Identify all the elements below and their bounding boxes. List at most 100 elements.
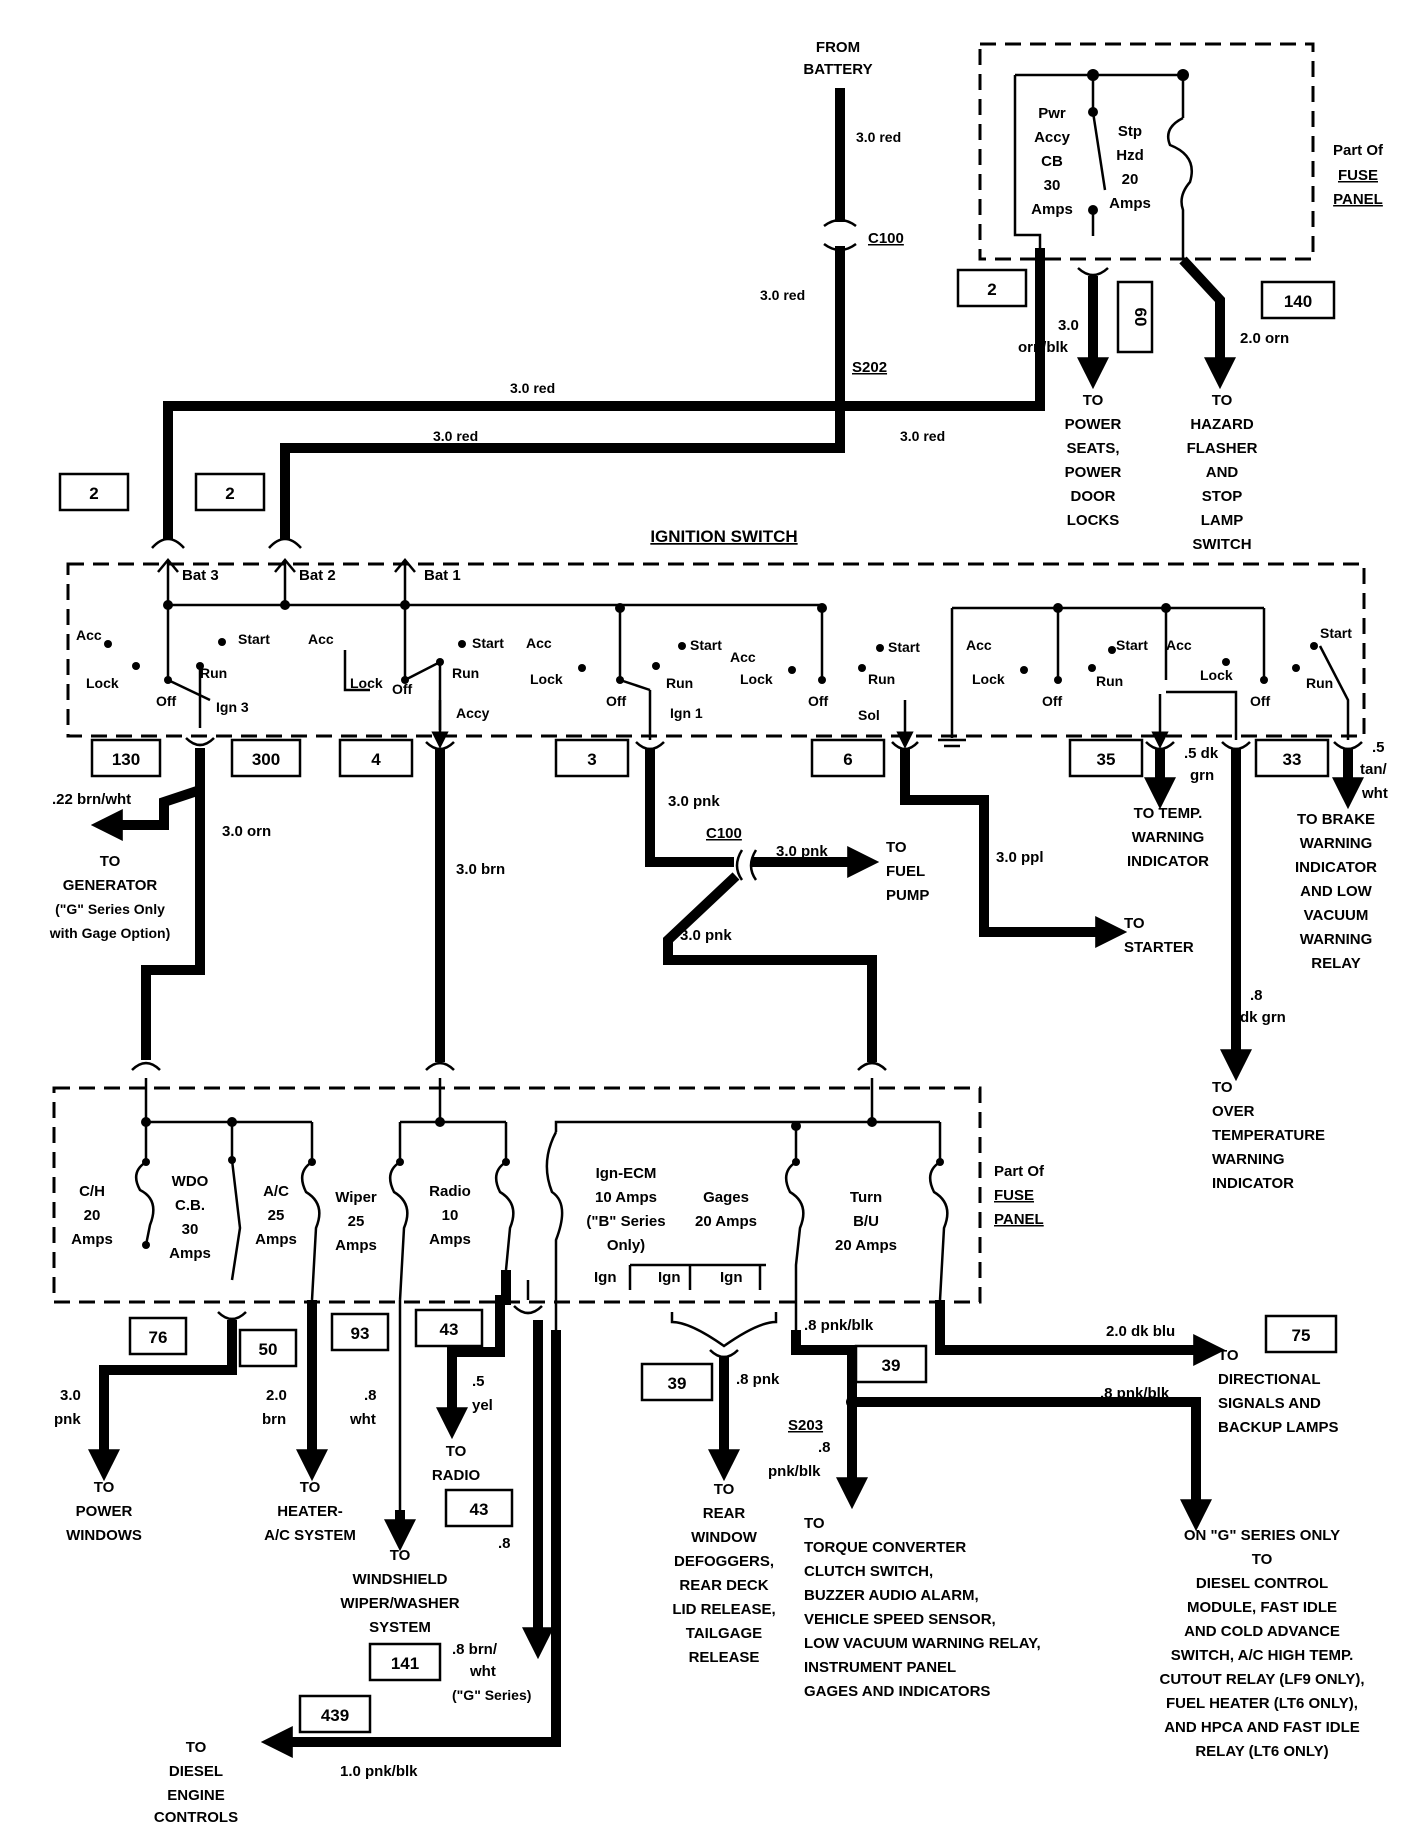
svg-text:AND COLD ADVANCE: AND COLD ADVANCE xyxy=(1184,1623,1340,1640)
part-of-fuse-panel-lower: Part Of FUSE PANEL xyxy=(994,1163,1045,1228)
svg-text:TO BRAKE: TO BRAKE xyxy=(1297,811,1375,828)
circuit-2-left-a: 2 xyxy=(58,472,130,512)
svg-text:Off: Off xyxy=(156,693,177,709)
dest-hazard-flasher: TO HAZARD FLASHER AND STOP LAMP SWITCH xyxy=(1187,392,1258,553)
svg-text:TO: TO xyxy=(390,1547,411,1564)
svg-text:Lock: Lock xyxy=(530,671,563,687)
svg-text:AND HPCA AND FAST IDLE: AND HPCA AND FAST IDLE xyxy=(1164,1719,1360,1736)
svg-text:Acc: Acc xyxy=(526,635,552,651)
svg-text:WDO: WDO xyxy=(172,1173,209,1190)
fuse-turn-bu: Turn B/U 20 Amps xyxy=(835,1189,897,1254)
fuse-ch: C/H 20 Amps xyxy=(71,1183,113,1248)
circuit-2-top: 2 xyxy=(956,268,1028,308)
svg-text:Start: Start xyxy=(1116,637,1148,653)
svg-text:130: 130 xyxy=(112,750,140,769)
battery-wire-label: 3.0 red xyxy=(856,129,901,145)
dkgrn-over-label-2: dk grn xyxy=(1240,1009,1286,1026)
svg-text:Acc: Acc xyxy=(1166,637,1192,653)
lower-fuse-panel: C/H 20 Amps WDO C.B. 30 Amps A/C 25 Amps… xyxy=(52,1061,1045,1330)
dest-power-windows: TO POWER WINDOWS xyxy=(66,1479,142,1544)
svg-text:RELAY (LT6 ONLY): RELAY (LT6 ONLY) xyxy=(1195,1743,1328,1760)
dest-rear-defog: TO REAR WINDOW DEFOGGERS, REAR DECK LID … xyxy=(672,1481,775,1666)
red-right-label: 3.0 red xyxy=(900,428,945,444)
s203-splice xyxy=(846,1396,858,1408)
svg-text:Run: Run xyxy=(666,675,693,691)
svg-text:TEMPERATURE: TEMPERATURE xyxy=(1212,1127,1325,1144)
red-feed-wires: 3.0 red 3.0 red 3.0 red xyxy=(151,248,1045,549)
svg-text:PANEL: PANEL xyxy=(1333,191,1383,208)
svg-text:TO: TO xyxy=(714,1481,735,1498)
svg-text:10 Amps: 10 Amps xyxy=(595,1189,657,1206)
brn-heater-label-2: brn xyxy=(262,1411,286,1428)
pnk-blk-diesel-label: 1.0 pnk/blk xyxy=(340,1763,418,1780)
svg-text:Only): Only) xyxy=(607,1237,645,1254)
svg-text:("G" Series Only: ("G" Series Only xyxy=(55,901,165,917)
svg-text:PANEL: PANEL xyxy=(994,1211,1044,1228)
svg-text:TO: TO xyxy=(804,1515,825,1532)
svg-text:Pwr: Pwr xyxy=(1038,105,1066,122)
dkgrn-temp-label-1: .5 dk xyxy=(1184,745,1219,762)
svg-text:50: 50 xyxy=(259,1340,278,1359)
c100-top-label: C100 xyxy=(868,230,904,247)
brn-wht-g-label-1: .8 brn/ xyxy=(452,1641,498,1658)
svg-text:20: 20 xyxy=(84,1207,101,1224)
svg-text:FUEL HEATER (LT6 ONLY),: FUEL HEATER (LT6 ONLY), xyxy=(1166,1695,1358,1712)
svg-text:20 Amps: 20 Amps xyxy=(835,1237,897,1254)
svg-text:43: 43 xyxy=(470,1500,489,1519)
svg-text:DEFOGGERS,: DEFOGGERS, xyxy=(674,1553,774,1570)
svg-text:Off: Off xyxy=(392,681,413,697)
pnk-pw-label-1: 3.0 xyxy=(60,1387,81,1404)
svg-text:VACUUM: VACUUM xyxy=(1304,907,1369,924)
pnk-blk-s203-label-2: pnk/blk xyxy=(768,1463,821,1480)
pnk-defog-label: .8 pnk xyxy=(736,1371,780,1388)
svg-text:TO: TO xyxy=(1083,392,1104,409)
svg-text:RADIO: RADIO xyxy=(432,1467,481,1484)
svg-text:("B" Series: ("B" Series xyxy=(586,1213,665,1230)
pnk-fuel-label: 3.0 pnk xyxy=(776,843,828,860)
circuit-439: 439 xyxy=(298,1694,372,1734)
c100-mid-label: C100 xyxy=(706,825,742,842)
svg-text:4: 4 xyxy=(371,750,381,769)
svg-text:Accy: Accy xyxy=(456,705,490,721)
svg-text:10: 10 xyxy=(442,1207,459,1224)
svg-text:76: 76 xyxy=(149,1328,168,1347)
dest-brake-warning: TO BRAKE WARNING INDICATOR AND LOW VACUU… xyxy=(1295,811,1377,972)
switch-section-4: Acc Lock Off Run Start Sol xyxy=(730,639,920,749)
battery-label-from: FROM xyxy=(816,39,860,56)
svg-text:INDICATOR: INDICATOR xyxy=(1127,853,1209,870)
orn-blk-label-2: orn/blk xyxy=(1018,339,1069,356)
pnk-pw-label-2: pnk xyxy=(54,1411,81,1428)
circuit-43b: 43 xyxy=(444,1488,514,1528)
red-bat2-label: 3.0 red xyxy=(433,428,478,444)
svg-text:POWER: POWER xyxy=(1065,464,1122,481)
dest-directional: TO DIRECTIONAL SIGNALS AND BACKUP LAMPS xyxy=(1218,1347,1339,1436)
svg-text:Lock: Lock xyxy=(740,671,773,687)
brn-wht-g-label-3: ("G" Series) xyxy=(452,1687,531,1703)
svg-text:TO TEMP.: TO TEMP. xyxy=(1134,805,1203,822)
svg-text:WINDOWS: WINDOWS xyxy=(66,1527,142,1544)
svg-text:GENERATOR: GENERATOR xyxy=(63,877,158,894)
svg-text:POWER: POWER xyxy=(76,1503,133,1520)
circuit-2-left-b: 2 xyxy=(194,472,266,512)
svg-text:Acc: Acc xyxy=(730,649,756,665)
svg-text:A/C: A/C xyxy=(263,1183,289,1200)
circuit-35: 35 xyxy=(1068,738,1144,778)
svg-text:20: 20 xyxy=(1122,171,1139,188)
svg-text:ON "G" SERIES ONLY: ON "G" SERIES ONLY xyxy=(1184,1527,1340,1544)
svg-text:Sol: Sol xyxy=(858,707,880,723)
dest-starter: TO STARTER xyxy=(1124,915,1194,956)
ign-label-3: Ign xyxy=(720,1269,743,1286)
svg-text:Amps: Amps xyxy=(335,1237,377,1254)
circuit-4: 4 xyxy=(338,738,414,778)
svg-text:39: 39 xyxy=(882,1356,901,1375)
battery-feed: FROM BATTERY 3.0 red C100 3.0 red S202 xyxy=(760,39,904,440)
svg-text:Ign 3: Ign 3 xyxy=(216,699,249,715)
dest-fuel-pump: TO FUEL PUMP xyxy=(886,839,929,904)
svg-text:GAGES AND INDICATORS: GAGES AND INDICATORS xyxy=(804,1683,990,1700)
svg-text:SEATS,: SEATS, xyxy=(1066,440,1119,457)
ign-label-2: Ign xyxy=(658,1269,681,1286)
svg-text:WARNING: WARNING xyxy=(1300,931,1373,948)
svg-text:Off: Off xyxy=(1042,693,1063,709)
svg-text:Off: Off xyxy=(606,693,627,709)
svg-text:C.B.: C.B. xyxy=(175,1197,205,1214)
